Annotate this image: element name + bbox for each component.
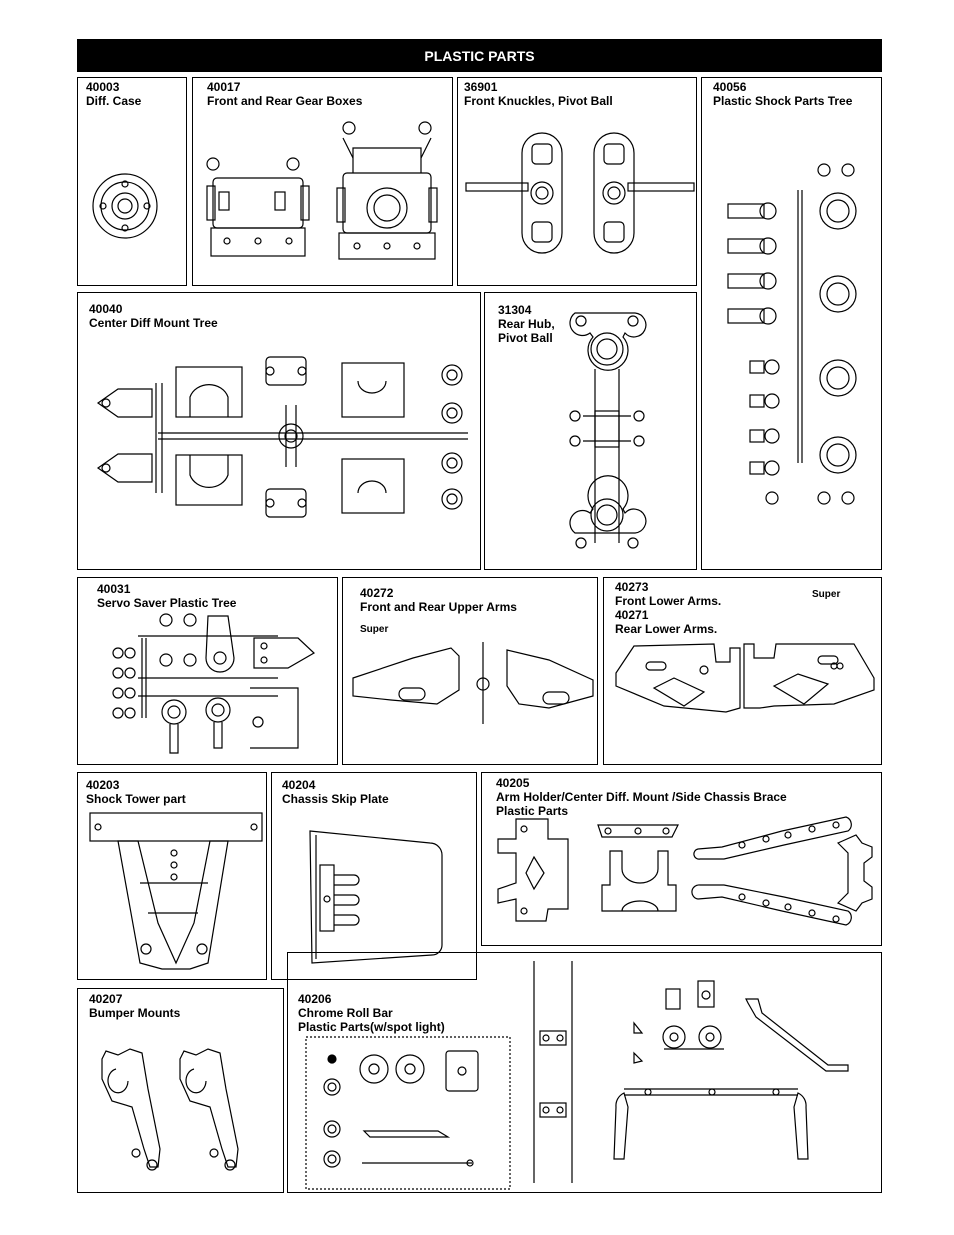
center-diff-mount-tree-drawing — [96, 356, 468, 518]
servo-saver-tree-drawing — [112, 613, 316, 754]
part-number: 36901 — [464, 80, 498, 94]
upper-arms-drawing — [352, 642, 594, 724]
part-name-line2: Pivot Ball — [498, 331, 553, 345]
part-number: 40207 — [89, 992, 123, 1006]
part-number: 40056 — [713, 80, 747, 94]
part-name-line2: Plastic Parts(w/spot light) — [298, 1020, 445, 1034]
part-name: Chrome Roll Bar — [298, 1006, 393, 1020]
part-name: Front and Rear Gear Boxes — [207, 94, 363, 108]
part-panel-40003: 40003 Diff. Case — [77, 77, 187, 286]
part-panel-40207: 40207 Bumper Mounts — [77, 988, 284, 1193]
part-name: Plastic Shock Parts Tree — [713, 94, 853, 108]
part-number: 40040 — [89, 302, 123, 316]
part-number: 40003 — [86, 80, 120, 94]
knuckles-drawing — [465, 132, 695, 254]
shock-parts-tree-drawing — [727, 163, 857, 505]
part-name-2: Rear Lower Arms. — [615, 622, 718, 636]
shock-tower-drawing — [89, 812, 263, 970]
part-name: Center Diff Mount Tree — [89, 316, 218, 330]
part-number-2: 40271 — [615, 608, 649, 622]
part-number: 40205 — [496, 776, 530, 790]
gear-boxes-drawing — [206, 121, 438, 260]
part-panel-40017: 40017 Front and Rear Gear Boxes — [192, 77, 453, 286]
diff-case-drawing — [92, 173, 158, 239]
part-name: Front and Rear Upper Arms — [360, 600, 517, 614]
part-name-line2: Plastic Parts — [496, 804, 569, 818]
part-name: Front Knuckles, Pivot Ball — [464, 94, 613, 108]
part-name: Front Lower Arms. — [615, 594, 722, 608]
lower-arms-drawing — [615, 643, 875, 713]
part-panel-40040: 40040 Center Diff Mount Tree — [77, 292, 481, 570]
part-number: 40017 — [207, 80, 241, 94]
skid-plate-drawing — [309, 830, 443, 964]
super-tag: Super — [812, 589, 841, 600]
bumper-mounts-drawing — [101, 1048, 239, 1171]
part-panel-31304: 31304 Rear Hub, Pivot Ball — [484, 292, 697, 570]
part-number: 40273 — [615, 580, 649, 594]
part-name: Diff. Case — [86, 94, 142, 108]
part-name: Bumper Mounts — [89, 1006, 181, 1020]
part-number: 40204 — [282, 778, 316, 792]
part-panel-40204: 40204 Chassis Skip Plate — [271, 772, 477, 980]
part-panel-40272: 40272 Front and Rear Upper Arms Super — [342, 577, 598, 765]
part-name: Chassis Skip Plate — [282, 792, 389, 806]
part-panel-36901: 36901 Front Knuckles, Pivot Ball — [457, 77, 697, 286]
arm-holder-brace-drawing — [497, 816, 873, 926]
part-number: 40031 — [97, 582, 131, 596]
part-panel-40203: 40203 Shock Tower part — [77, 772, 267, 980]
part-name: Rear Hub, — [498, 317, 555, 331]
part-number: 40206 — [298, 992, 332, 1006]
part-panel-40273-40271: 40273 Front Lower Arms. 40271 Rear Lower… — [603, 577, 882, 765]
part-panel-40205: 40205 Arm Holder/Center Diff. Mount /Sid… — [481, 772, 882, 946]
part-name: Shock Tower part — [86, 792, 186, 806]
part-number: 40272 — [360, 586, 394, 600]
part-name: Arm Holder/Center Diff. Mount /Side Chas… — [496, 790, 787, 804]
part-panel-40031: 40031 Servo Saver Plastic Tree — [77, 577, 338, 765]
part-panel-40206: 40206 Chrome Roll Bar Plastic Parts(w/sp… — [287, 952, 882, 1193]
roll-bar-drawing — [305, 961, 849, 1190]
super-tag: Super — [360, 624, 389, 635]
part-panel-40056: 40056 Plastic Shock Parts Tree — [701, 77, 882, 570]
rear-hub-drawing — [569, 312, 647, 549]
page-title: PLASTIC PARTS — [77, 39, 882, 72]
part-number: 40203 — [86, 778, 120, 792]
part-name: Servo Saver Plastic Tree — [97, 596, 237, 610]
part-number: 31304 — [498, 303, 532, 317]
